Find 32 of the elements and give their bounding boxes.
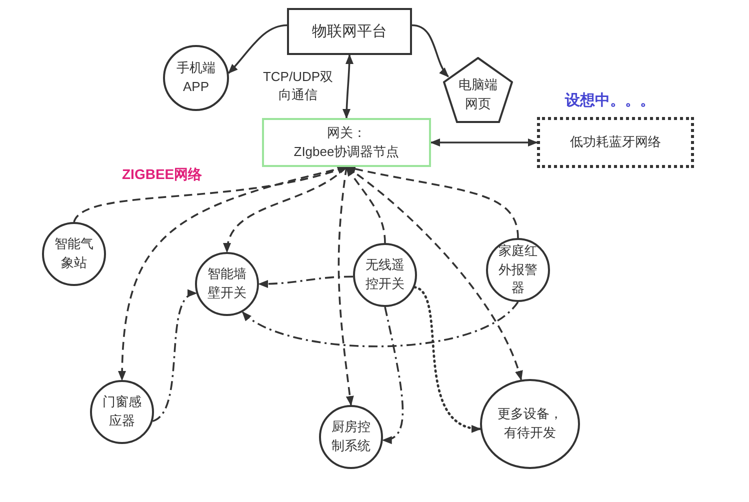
node-label: 电脑端网页	[458, 76, 498, 113]
double-arrow	[430, 138, 538, 146]
arrow	[413, 286, 482, 432]
node-label: 门窗感应器	[102, 393, 142, 430]
dotted-box	[537, 117, 694, 168]
arrow	[224, 166, 348, 253]
node-label: 更多设备，有待开发	[496, 405, 564, 442]
arrow	[338, 166, 354, 406]
node-label: ZIgbee协调器节点	[294, 142, 400, 161]
arrow	[412, 24, 449, 78]
process-box	[287, 8, 412, 55]
arrow	[228, 24, 288, 74]
arrow	[346, 166, 386, 244]
network-label: ZIGBEE网络	[122, 166, 202, 184]
arrow	[152, 292, 198, 422]
arrow	[258, 276, 354, 288]
node-label: 网关：	[327, 124, 366, 142]
gateway-box	[262, 118, 431, 167]
node-label: 家庭红外报警器	[498, 242, 538, 298]
note-text: 设想中。。。	[565, 91, 655, 110]
arrow	[242, 301, 519, 348]
arrow	[346, 164, 519, 238]
node-label: 手机端APP	[176, 59, 216, 96]
node-label: 无线遥控开关	[364, 256, 406, 293]
node-label: 物联网平台	[312, 22, 387, 42]
arrow	[382, 306, 404, 443]
node-label: 智能气象站	[54, 235, 94, 272]
node-label: 智能墙壁开关	[206, 265, 248, 302]
node-label: 厨房控制系统	[330, 418, 372, 455]
pentagon-node	[443, 57, 513, 123]
double-arrow	[342, 54, 354, 119]
node-label: 低功耗蓝牙网络	[570, 133, 661, 152]
